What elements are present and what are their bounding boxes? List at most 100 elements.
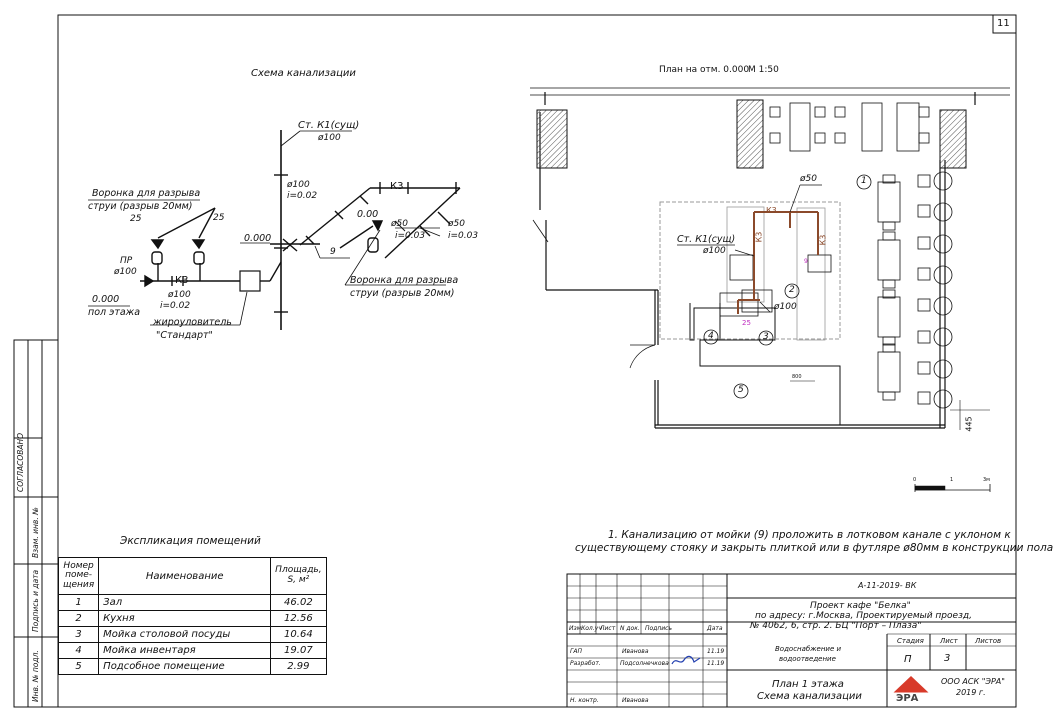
tb-norm-label: Н. контр. bbox=[570, 697, 599, 704]
plan-dim800: 800 bbox=[792, 374, 802, 380]
tb-gap-label: ГАП bbox=[570, 648, 582, 655]
scale-bar-mid: 1 bbox=[950, 477, 954, 483]
tb-company2: 2019 г. bbox=[956, 688, 986, 697]
plan-n25: 25 bbox=[742, 319, 751, 327]
tb-drawing1: План 1 этажа bbox=[772, 679, 844, 690]
plan-scale: М 1:50 bbox=[748, 65, 779, 75]
scheme-n25b: 25 bbox=[213, 213, 225, 223]
plan-d100: ø100 bbox=[774, 302, 797, 312]
scheme-level-0000: 0.000 bbox=[244, 233, 272, 244]
tb-project1: Проект кафе "Белка" bbox=[810, 601, 911, 611]
table-row: 3 Мойка столовой посуды 10.64 bbox=[57, 626, 327, 643]
scheme-title: Схема канализации bbox=[251, 68, 356, 79]
tb-dev-name: Подсолнечкова bbox=[620, 660, 669, 667]
scheme-i003b: i=0.03 bbox=[448, 231, 479, 241]
scheme-floor-level: 0.000 bbox=[92, 294, 120, 305]
signature-icon bbox=[671, 655, 701, 665]
room-name: Мойка столовой посуды bbox=[98, 626, 272, 643]
explication-title: Экспликация помещений bbox=[120, 535, 261, 547]
room-area: 19.07 bbox=[270, 642, 327, 659]
strip-inv-orig: Инв. № подл. bbox=[31, 650, 40, 702]
scheme-l000: 0.00 bbox=[357, 209, 379, 220]
scheme-d100-bottom: ø100 bbox=[168, 290, 191, 300]
tb-sheet-header: Лист bbox=[940, 637, 958, 645]
tb-project2: по адресу: г.Москва, Проектируемый проез… bbox=[755, 611, 972, 621]
tb-dev-label: Разработ. bbox=[570, 660, 601, 667]
tb-project3: № 4062, 6, стр. 2. БЦ "Порт – Плаза" bbox=[750, 621, 922, 631]
scheme-pr-diameter: ø100 bbox=[114, 267, 137, 277]
table-row: 1 Зал 46.02 bbox=[57, 594, 327, 611]
explication-header-name: Наименование bbox=[98, 557, 272, 595]
plan-room-3: 3 bbox=[763, 332, 769, 342]
room-name: Кухня bbox=[98, 610, 272, 627]
scheme-d50a: ø50 bbox=[391, 219, 408, 229]
room-number: 4 bbox=[57, 642, 100, 659]
title-block bbox=[566, 573, 1017, 708]
plan-title: План на отм. 0.000 bbox=[659, 65, 750, 75]
plan-dim445: 445 bbox=[964, 416, 974, 432]
tb-col-izm: Изм. bbox=[569, 625, 584, 632]
room-number: 5 bbox=[57, 658, 100, 675]
room-area: 2.99 bbox=[270, 658, 327, 675]
scheme-k3b: К3 bbox=[390, 181, 404, 192]
plan-k3-1: К3 bbox=[766, 206, 777, 215]
table-row: 2 Кухня 12.56 bbox=[57, 610, 327, 627]
room-name: Подсобное помещение bbox=[98, 658, 272, 675]
scheme-n25a: 25 bbox=[130, 214, 142, 224]
tb-dev-date: 11.19 bbox=[707, 660, 725, 667]
explication-header-number: Номер поме-щения bbox=[57, 557, 100, 595]
room-area: 12.56 bbox=[270, 610, 327, 627]
scheme-n9: 9 bbox=[330, 247, 336, 257]
scheme-k3a: К3 bbox=[175, 275, 189, 286]
tb-col-kol: Кол.уч bbox=[581, 625, 602, 632]
room-number: 2 bbox=[57, 610, 100, 627]
tb-section1: Водоснабжение и bbox=[775, 645, 842, 653]
tb-section2: водоотведение bbox=[779, 655, 836, 663]
tb-stage: П bbox=[904, 654, 912, 665]
plan-d50: ø50 bbox=[800, 174, 817, 184]
scheme-grease: жироуловитель bbox=[153, 317, 232, 328]
scheme-funnel-top2: струи (разрыв 20мм) bbox=[88, 201, 193, 212]
company-logo bbox=[892, 676, 930, 706]
left-strip bbox=[13, 339, 59, 708]
explication-header-area: Площадь, S, м² bbox=[270, 557, 327, 595]
scheme-funnel-bot: Воронка для разрыва bbox=[350, 275, 459, 286]
tb-col-sign: Подпись bbox=[645, 625, 672, 632]
scale-bar-end: 3м bbox=[983, 477, 990, 483]
plan-room-1: 1 bbox=[861, 176, 867, 186]
tb-norm-name: Иванова bbox=[622, 697, 649, 704]
scheme-d100-mid: ø100 bbox=[287, 180, 310, 190]
plan-riser-d: ø100 bbox=[703, 246, 726, 256]
tb-logo-text: ЭРА bbox=[896, 693, 919, 704]
scheme-funnel-top: Воронка для разрыва bbox=[92, 188, 201, 199]
floor-plan bbox=[530, 87, 1010, 492]
plan-room-2: 2 bbox=[789, 285, 795, 295]
scheme-i003a: i=0.03 bbox=[395, 231, 426, 241]
plan-room-5: 5 bbox=[738, 385, 744, 395]
scheme-i002-bottom: i=0.02 bbox=[160, 301, 191, 311]
strip-agreed: СОГЛАСОВАНО bbox=[16, 432, 25, 492]
plan-k3-2: К3 bbox=[754, 231, 764, 243]
scale-bar-start: 0 bbox=[913, 477, 917, 483]
note-line2: существующему стояку и закрыть плиткой и… bbox=[575, 542, 1053, 554]
tb-sheet: 3 bbox=[944, 653, 951, 664]
tb-code: А-11-2019- ВК bbox=[858, 581, 917, 590]
scheme-floor-text: пол этажа bbox=[88, 307, 141, 318]
tb-sheets-header: Листов bbox=[975, 637, 1002, 645]
plan-room-4: 4 bbox=[708, 331, 714, 341]
tb-gap-date: 11.19 bbox=[707, 648, 725, 655]
tb-col-list: Лист bbox=[600, 625, 616, 632]
explication-table: Номер поме-щения Наименование Площадь, S… bbox=[57, 557, 327, 675]
tb-drawing2: Схема канализации bbox=[757, 691, 862, 702]
sewer-scheme bbox=[88, 130, 461, 330]
strip-signature-date: Подпись и дата bbox=[31, 569, 40, 632]
tb-company1: ООО АСК "ЭРА" bbox=[941, 677, 1005, 686]
room-name: Мойка инвентаря bbox=[98, 642, 272, 659]
room-number: 3 bbox=[57, 626, 100, 643]
plan-k3-3: К3 bbox=[818, 234, 828, 246]
table-row: 4 Мойка инвентаря 19.07 bbox=[57, 642, 327, 659]
plan-riser: Ст. К1(сущ) bbox=[677, 234, 736, 245]
tb-gap-name: Иванова bbox=[622, 648, 649, 655]
sheet-number: 11 bbox=[997, 18, 1010, 29]
drawing-sheet bbox=[13, 14, 1017, 708]
